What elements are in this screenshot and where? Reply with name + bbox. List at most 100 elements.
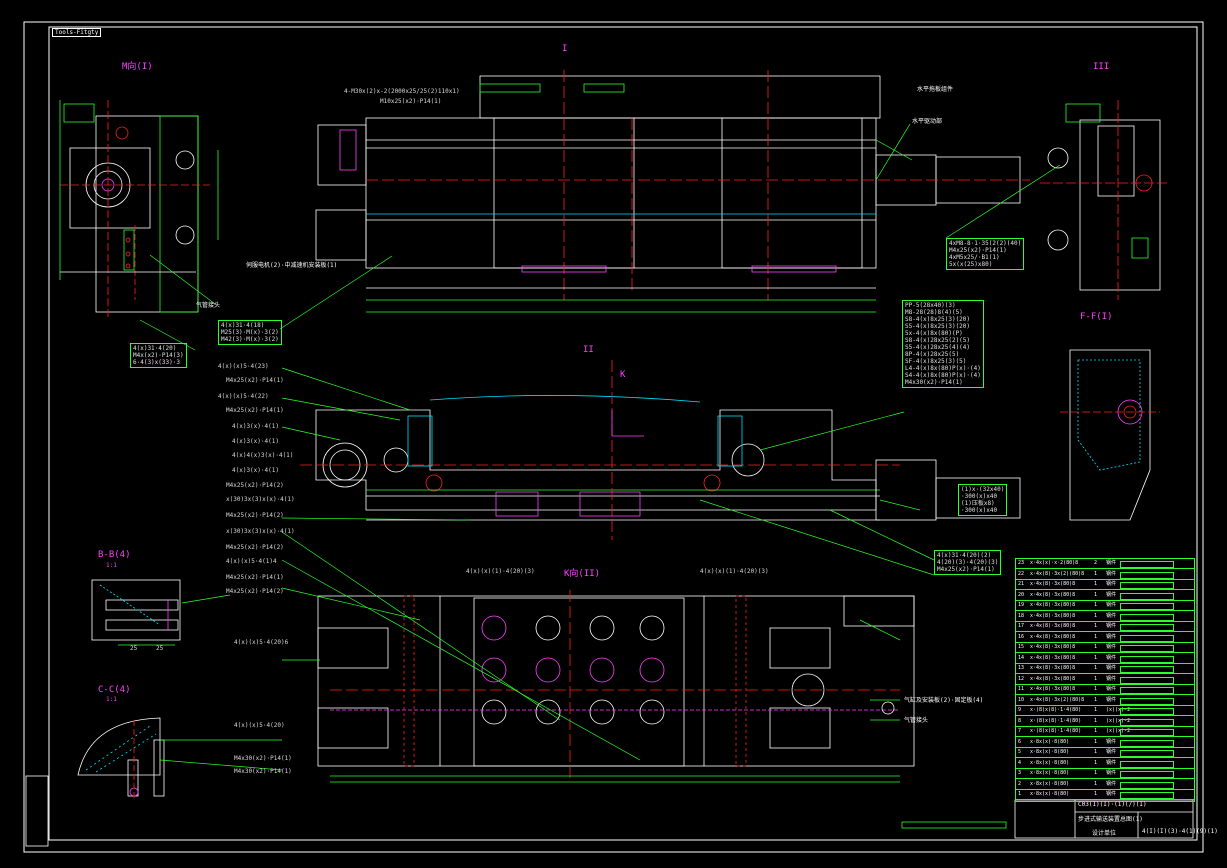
part-qty: 1	[1094, 602, 1098, 608]
callout-c-fit-1: 4(x)(x)5·4(20)6	[234, 639, 289, 646]
part-qty: 1	[1094, 654, 1098, 661]
part-desc: x·8x(x)·8(80)	[1030, 791, 1070, 797]
part-desc: x·8x(x)·8(80)	[1030, 738, 1070, 745]
part-remark-bar	[1120, 603, 1174, 610]
left-note: M4x25(x2)·P14(1)	[226, 407, 284, 414]
r-mid-line-2: 4(20)(3)·4(20)(3)	[937, 559, 999, 566]
part-qty: 1	[1094, 759, 1098, 766]
part-no: 23	[1018, 560, 1025, 566]
callout-c-fit-4: M4x30(x2)·P14(1)	[234, 768, 292, 775]
part-desc: x·4x(8)·3x(80)8	[1030, 644, 1076, 650]
part-desc: x·8x(x)·8(80)	[1030, 780, 1070, 787]
part-desc: x·4x(8)·3x(80)8	[1030, 633, 1076, 640]
part-desc: x·4x(8)·3x(80)8	[1030, 602, 1076, 608]
callout-left-fit: 4(x)31·4(20) M4x(x2)·P14(3) 6·4(3)x(33)·…	[130, 343, 187, 368]
bb-dim-1: 25	[130, 645, 138, 652]
right-fit-line-3: 4xM5x25/·B1(1)	[949, 254, 1000, 261]
part-qty: 1	[1094, 644, 1098, 650]
revision-block	[25, 775, 49, 847]
right-note: 8P-4(x)28x25(5)	[905, 351, 960, 358]
ii-view	[300, 360, 1021, 540]
view-title-ff: F-F(I)	[1080, 312, 1113, 322]
part-remark-bar	[1120, 634, 1174, 642]
part-qty: 1	[1094, 728, 1098, 734]
left-note: M4x25(x2)·P14(2)	[226, 544, 284, 551]
part-remark-bar	[1120, 561, 1174, 568]
title-company: 设计单位	[1092, 830, 1117, 837]
part-material: 钢件	[1106, 570, 1117, 577]
part-desc: x·4x(8)·3x(80)8	[1030, 591, 1076, 598]
right-note: S5-4(x)8x25(3)(20)	[905, 323, 971, 330]
k-view	[317, 590, 915, 783]
part-desc: x·8x(x)·8(80)	[1030, 749, 1070, 755]
r-note-line-2: ·300(x)x40	[961, 493, 998, 500]
part-desc: x·4x(8)·3x(80)8	[1030, 654, 1076, 661]
callout-right-fit: 4xM8-8·1·35(2(2)(40) M4x25(x2)·P14(1) 4x…	[946, 238, 1025, 270]
part-no: 16	[1018, 633, 1025, 640]
callout-k-right: 4(x)(x)(1)·4(20)(3)	[700, 568, 769, 575]
part-remark-bar	[1120, 697, 1174, 705]
part-no: 3	[1018, 770, 1022, 776]
part-no: 8	[1018, 717, 1022, 724]
mid-fit-line-1: 4(x)31·4(18)	[221, 322, 265, 329]
part-remark-bar	[1120, 687, 1174, 694]
r-note-line-3: (1)压板x8)	[961, 500, 995, 507]
left-fit-line-2: M4x(x2)·P14(3)	[133, 352, 184, 359]
right-note: L4-4(x)8x(80)P(x)·(4)	[905, 365, 981, 372]
stamp-box	[901, 821, 1007, 829]
callout-top-fit: 4-M30x(2)x-2(2000x25/25(2)110x1)	[344, 88, 460, 95]
part-material: 钢件	[1106, 633, 1117, 640]
part-no: 13	[1018, 665, 1025, 671]
inner-frame	[48, 26, 1198, 841]
part-remark-bar	[1120, 571, 1174, 579]
part-desc: x·4x(8)·3x(80)8	[1030, 665, 1076, 671]
iii-view	[1040, 100, 1170, 300]
part-qty: 1	[1094, 707, 1098, 713]
tab-label[interactable]: Tools-Fitgty	[52, 28, 102, 37]
part-qty: 1	[1094, 770, 1098, 776]
right-note: S8-4(x)28x25(2)(5)	[905, 337, 971, 344]
part-no: 20	[1018, 591, 1025, 598]
right-note: S5-4(x)28x25(4)(4)	[905, 344, 971, 351]
part-qty: 1	[1094, 612, 1098, 619]
part-remark-bar	[1120, 624, 1174, 631]
part-no: 22	[1018, 570, 1025, 577]
part-no: 10	[1018, 696, 1025, 703]
right-note: M8-28(28)8(4)(5)	[905, 309, 963, 316]
part-material: 钢件	[1106, 738, 1117, 745]
part-remark-bar	[1120, 750, 1174, 757]
view-title-m: M向(I)	[122, 62, 153, 72]
part-qty: 1	[1094, 791, 1098, 797]
part-material: 钢件	[1106, 591, 1117, 598]
callout-k-left: 4(x)(x)(1)·4(20)(3)	[466, 568, 535, 575]
part-material: 钢件	[1106, 581, 1117, 587]
callout-cylinder: 气缸及安装板(2)·固定板(4)	[904, 697, 984, 704]
part-no: 17	[1018, 623, 1025, 629]
part-qty: 1	[1094, 665, 1098, 671]
view-title-i: I	[562, 44, 568, 54]
part-qty: 1	[1094, 570, 1098, 577]
left-note: M4x25(x2)·P14(2)	[226, 588, 284, 595]
view-scale-bb: 1:1	[106, 562, 117, 569]
callout-airhose: 气管接头	[196, 302, 221, 309]
callout-horiz-drive: 水平驱动部	[912, 118, 943, 125]
left-note: 4(x)4(x)3(x)·4(1)	[232, 452, 294, 459]
part-desc: x·4x(8)·3x(80)8	[1030, 623, 1076, 629]
part-material: 钢件	[1106, 612, 1117, 619]
part-no: 6	[1018, 738, 1022, 745]
part-material: (x)(x)-2	[1106, 707, 1131, 713]
part-no: 9	[1018, 707, 1022, 713]
part-no: 15	[1018, 644, 1025, 650]
outer-frame	[23, 21, 1204, 853]
